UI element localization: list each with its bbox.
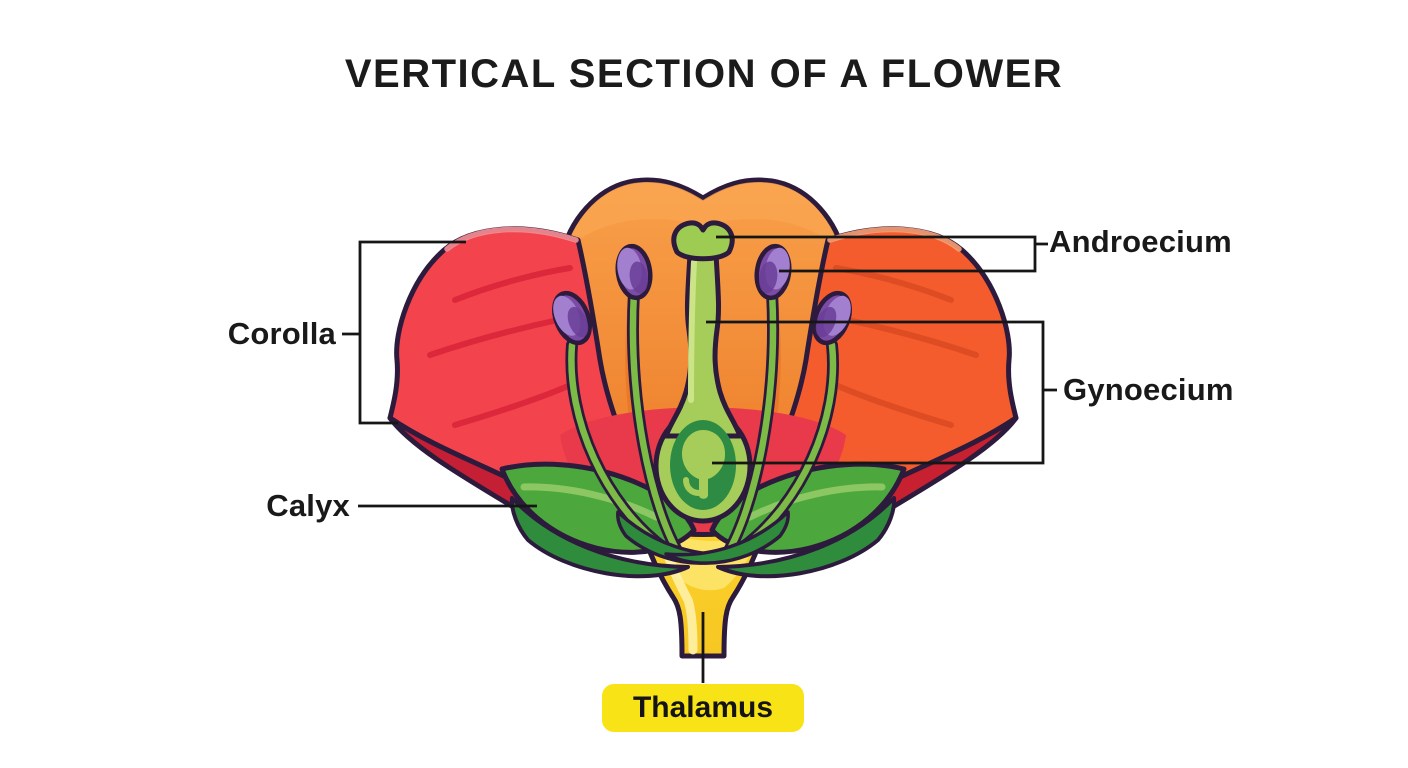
androecium-connector-line <box>716 235 1048 273</box>
page-title: VERTICAL SECTION OF A FLOWER <box>344 52 1064 96</box>
ovule <box>682 430 726 499</box>
corolla-label: Corolla <box>227 316 336 351</box>
anther <box>615 243 653 301</box>
stamen-filaments <box>565 286 839 562</box>
anther <box>812 290 852 346</box>
calyx-label: Calyx <box>266 488 350 523</box>
stigma <box>671 220 735 262</box>
anther <box>754 243 792 301</box>
androecium-label: Androecium <box>1049 224 1232 259</box>
thalamus-label-box: Thalamus <box>602 684 804 732</box>
gynoecium-connector-line <box>706 320 1057 465</box>
gynoecium-label: Gynoecium <box>1063 372 1234 407</box>
thalamus-label: Thalamus <box>632 691 774 724</box>
pistil <box>653 220 753 524</box>
front-sepal-tips <box>616 510 790 565</box>
connectors <box>342 235 1057 683</box>
corolla-connector-line <box>342 240 466 425</box>
